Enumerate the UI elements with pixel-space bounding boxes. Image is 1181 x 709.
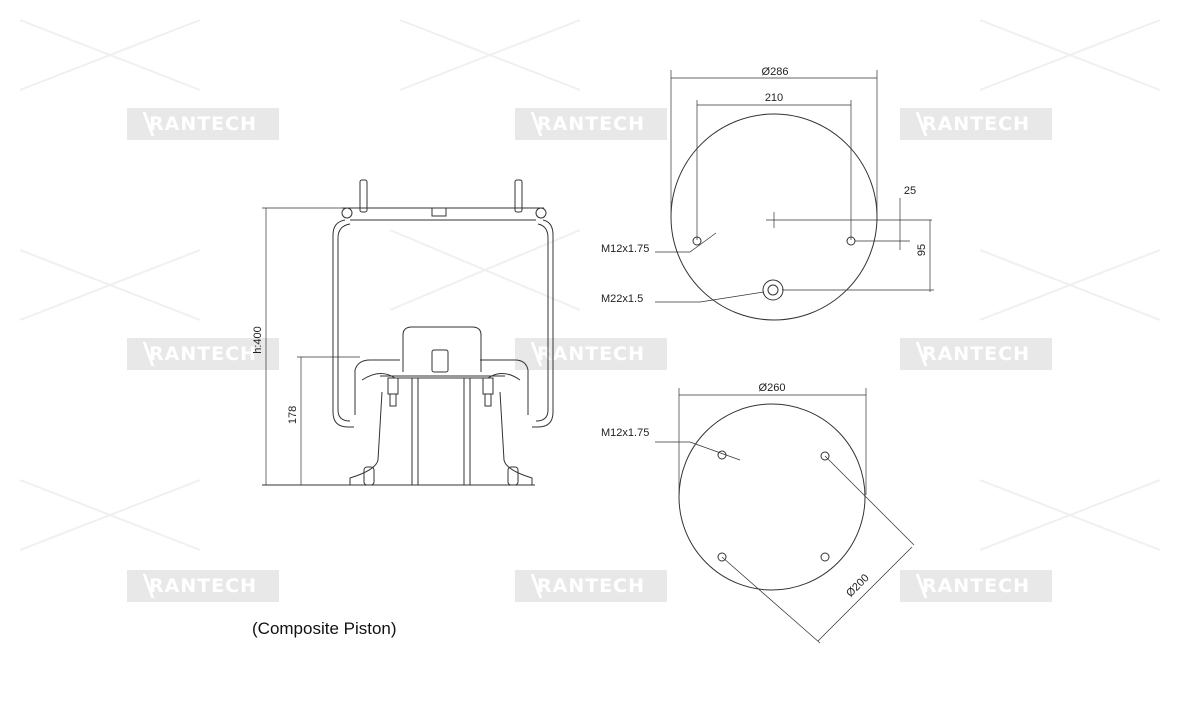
- watermark: RANTECH: [900, 338, 1052, 370]
- caption: (Composite Piston): [252, 619, 397, 638]
- bolt-circle-label: Ø200: [844, 572, 872, 600]
- watermark: RANTECH: [127, 338, 279, 370]
- watermark: RANTECH: [127, 108, 279, 140]
- watermark: RANTECH: [515, 338, 667, 370]
- offset-label: 25: [904, 185, 916, 197]
- watermark: RANTECH: [127, 570, 279, 602]
- watermark: RANTECH: [900, 108, 1052, 140]
- height-dimension: [262, 207, 360, 485]
- side-view-air-spring: [262, 179, 554, 486]
- port-offset-label: 95: [916, 244, 928, 256]
- watermark: RANTECH: [515, 108, 667, 140]
- watermark-lines: [19, 19, 1161, 551]
- top-diameter-label: Ø286: [762, 66, 789, 78]
- base-diameter-label: Ø260: [759, 382, 786, 394]
- top-plate-view: [655, 70, 934, 321]
- air-port-label: M22x1.5: [601, 293, 643, 305]
- hole-spacing-label: 210: [765, 92, 783, 104]
- piston-height-label: 178: [287, 406, 299, 424]
- watermark: RANTECH: [900, 570, 1052, 602]
- stud-thread-label: M12x1.75: [601, 243, 649, 255]
- watermark: RANTECH: [515, 570, 667, 602]
- height-label: h:400: [252, 326, 264, 354]
- piston-base-view: [655, 388, 915, 644]
- base-thread-label: M12x1.75: [601, 427, 649, 439]
